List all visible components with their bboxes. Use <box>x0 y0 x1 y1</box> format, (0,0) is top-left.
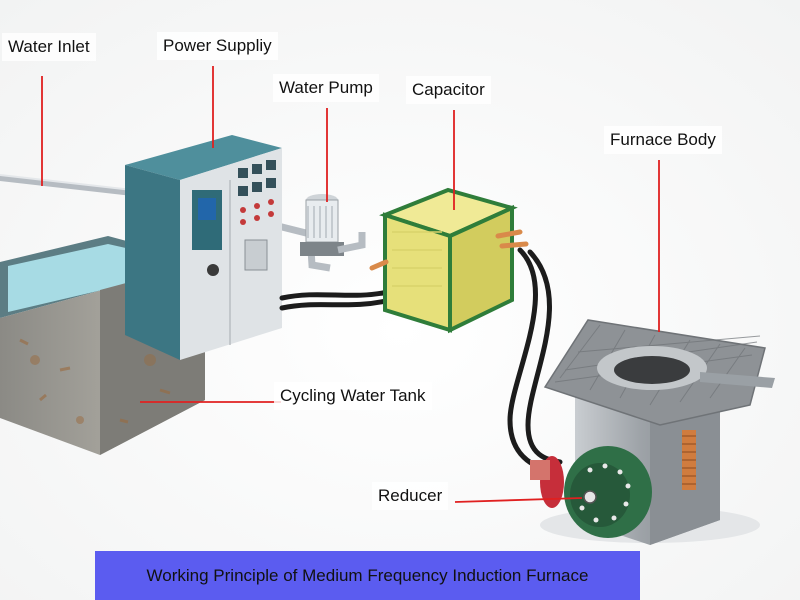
leader-line-reducer <box>454 497 583 503</box>
label-water-pump: Water Pump <box>273 74 379 102</box>
label-power-supply: Power Suppliy <box>157 32 278 60</box>
label-furnace-body: Furnace Body <box>604 126 722 154</box>
furnace-body <box>540 319 775 545</box>
label-water-inlet: Water Inlet <box>2 33 96 61</box>
leader-lines <box>41 66 660 503</box>
water-pump <box>300 194 366 256</box>
label-cycling-water-tank: Cycling Water Tank <box>274 382 432 410</box>
capacitor <box>369 187 529 334</box>
label-reducer: Reducer <box>372 482 449 510</box>
label-capacitor: Capacitor <box>406 76 491 104</box>
power-supply-cabinet <box>125 135 282 360</box>
caption-text: Working Principle of Medium Frequency In… <box>146 565 589 585</box>
caption-bar <box>95 551 640 600</box>
reducer <box>530 446 652 538</box>
